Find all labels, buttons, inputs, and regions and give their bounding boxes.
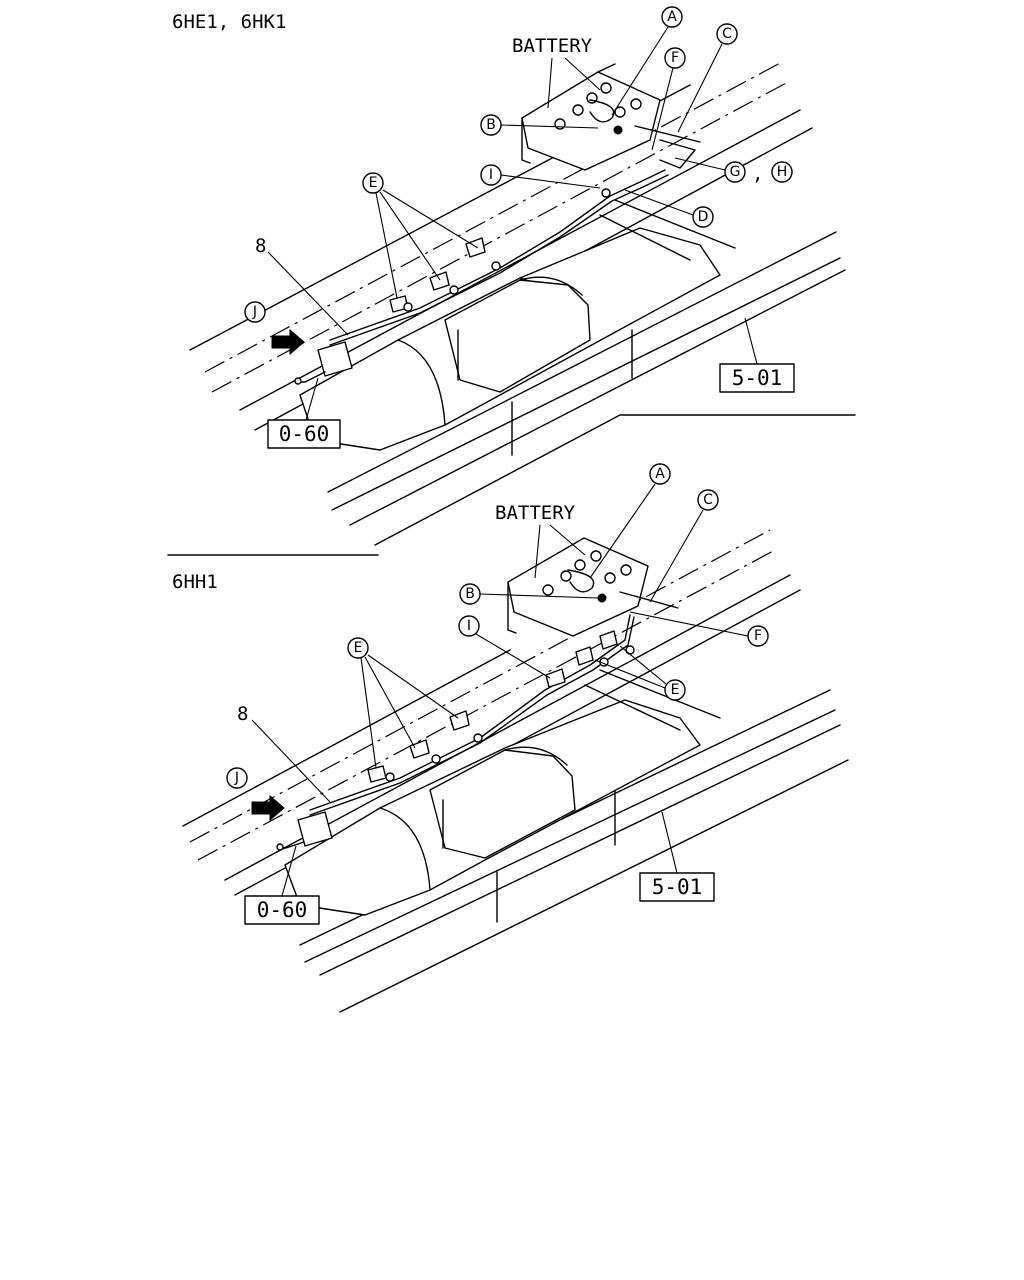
svg-text:A: A [667,9,677,25]
svg-text:C: C [722,26,732,42]
callout-h: H [771,161,793,183]
callout-e: E [362,172,384,194]
svg-text:F: F [754,628,762,644]
svg-text:J: J [234,770,239,786]
ref-box-0-60-bottom: 0-60 [244,845,320,925]
callout-c: C [716,23,738,45]
callouts-bottom: A B C E E F I J [226,463,769,789]
frame-rails-bottom [182,529,849,1013]
callout-e-2: E [664,679,686,701]
svg-text:5-01: 5-01 [652,875,703,899]
callout-i: I [458,615,480,637]
battery-label-bottom: BATTERY [495,502,576,524]
arrow-icon [251,794,285,822]
ref-box-5-01-top: 5-01 [719,317,795,393]
svg-text:E: E [369,175,378,191]
callout-i: I [480,164,502,186]
svg-text:E: E [354,640,363,656]
callouts-top: A B C D E F G , H I J [244,6,793,323]
battery-cable-bottom [276,614,635,851]
ref-box-5-01-bottom: 5-01 [639,811,715,902]
svg-text:0-60: 0-60 [279,422,330,446]
callout-g: G [724,161,746,183]
battery-box-bottom [507,537,679,637]
svg-text:D: D [698,209,709,225]
panel-top: 6HE1, 6HK1 [167,6,856,556]
svg-text:F: F [671,50,679,66]
svg-text:I: I [489,167,493,183]
panel-top-heading: 6HE1, 6HK1 [172,11,286,33]
callout-f: F [664,47,686,69]
svg-text:I: I [467,618,471,634]
ref-box-0-60-top: 0-60 [267,377,341,449]
svg-text:G: G [730,164,741,180]
callout-f: F [747,625,769,647]
fuel-tank-bottom [284,669,721,916]
panel-bottom: 6HH1 [172,463,849,1013]
svg-text:B: B [465,586,475,602]
callout-d: D [692,206,714,228]
callout-a: A [661,6,683,28]
part-number-top: 8 [255,235,266,257]
svg-text:E: E [671,682,680,698]
callout-c: C [697,489,719,511]
callout-separator: , [752,163,763,185]
svg-text:H: H [777,164,788,180]
battery-cable-top [294,169,669,385]
callout-e: E [347,637,369,659]
fuel-tank-top [299,199,736,451]
svg-text:A: A [655,466,665,482]
part-number-bottom: 8 [237,703,248,725]
callout-b: B [459,583,481,605]
svg-text:B: B [486,117,496,133]
callout-b: B [480,114,502,136]
arrow-icon [271,328,305,356]
svg-text:J: J [252,304,257,320]
callout-j: J [244,301,266,323]
battery-box-top [521,63,701,171]
callout-a: A [649,463,671,485]
callout-j: J [226,767,248,789]
battery-label-top: BATTERY [512,35,593,57]
svg-text:0-60: 0-60 [257,898,308,922]
panel-bottom-heading: 6HH1 [172,571,218,593]
svg-text:5-01: 5-01 [732,366,783,390]
svg-text:C: C [703,492,713,508]
